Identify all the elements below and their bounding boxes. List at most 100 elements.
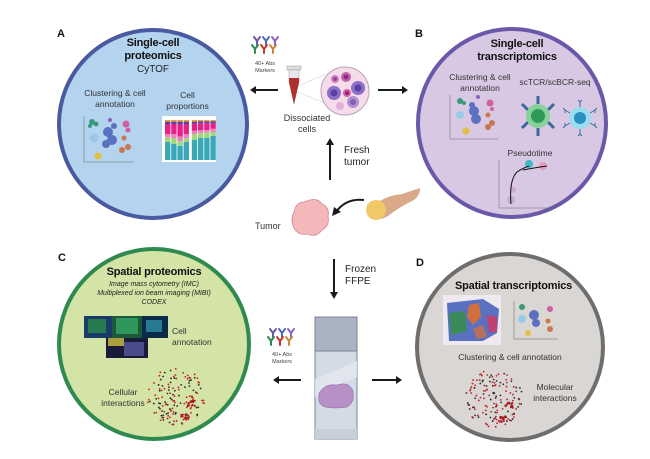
- network-node: [168, 386, 170, 389]
- arrow-to-panel-d: [372, 376, 402, 384]
- abs-markers-label-bottom-2: Markers: [272, 359, 292, 365]
- panel-b-tsne-plot: [449, 95, 498, 140]
- network-node: [193, 376, 196, 379]
- network-node: [488, 376, 491, 379]
- network-node: [168, 408, 171, 410]
- proportion-bar-segment: [198, 133, 204, 138]
- network-node: [483, 397, 485, 400]
- panel-c-network-graph: [147, 367, 205, 426]
- network-node: [164, 401, 166, 403]
- network-node: [168, 416, 171, 419]
- network-node: [488, 380, 491, 383]
- network-node: [512, 416, 515, 418]
- tsne-cluster-yellow: [94, 152, 102, 160]
- network-node: [494, 425, 497, 428]
- network-node: [520, 403, 523, 405]
- network-node: [191, 395, 193, 397]
- tsne-cluster-pink: [122, 120, 131, 133]
- network-node: [176, 405, 179, 407]
- network-node: [172, 375, 175, 378]
- network-node: [487, 425, 490, 428]
- network-node: [177, 386, 180, 389]
- proportion-bar-segment: [204, 121, 210, 124]
- network-node: [164, 403, 167, 406]
- network-node: [172, 393, 174, 396]
- network-node: [202, 399, 205, 402]
- network-node: [153, 382, 155, 384]
- arrow-to-panel-a: [250, 86, 278, 94]
- network-node: [166, 392, 169, 395]
- panel-d-network-graph: [465, 370, 523, 428]
- network-node: [190, 411, 192, 414]
- network-node: [517, 397, 520, 400]
- panel-c-annotation-label-2: annotation: [172, 337, 212, 347]
- network-node: [174, 411, 177, 414]
- network-node: [169, 369, 172, 372]
- network-node: [486, 373, 489, 376]
- network-node: [157, 402, 160, 405]
- network-node: [471, 382, 474, 385]
- panel-b-title-line1: Single-cell: [490, 38, 544, 50]
- proportion-bar-segment: [177, 120, 183, 122]
- network-node: [481, 380, 484, 383]
- network-node: [502, 383, 505, 386]
- network-node: [497, 420, 500, 422]
- network-node: [473, 386, 476, 389]
- network-node: [161, 396, 164, 399]
- network-node: [474, 397, 477, 400]
- network-node: [496, 411, 498, 414]
- network-node: [517, 406, 519, 408]
- proportion-bar-segment: [177, 124, 183, 137]
- panel-d-tissue-image: [443, 295, 501, 345]
- proportion-bar-segment: [183, 142, 189, 160]
- tsne-cluster-blue: [102, 123, 117, 148]
- network-node: [512, 393, 514, 396]
- abs-markers-label-bottom-1: 40+ Abs: [271, 352, 293, 358]
- panel-d-circle: [415, 252, 605, 442]
- network-node: [189, 377, 192, 379]
- network-node: [163, 371, 166, 374]
- network-node: [187, 402, 190, 405]
- network-node: [491, 381, 494, 384]
- network-node: [470, 386, 473, 388]
- network-node: [155, 411, 158, 414]
- network-node: [173, 389, 176, 392]
- network-node: [197, 383, 200, 386]
- panel-d-clustering-label: Clustering & cell annotation: [458, 352, 562, 362]
- panel-b-pseudotime-label: Pseudotime: [507, 148, 553, 158]
- proportion-bar-segment: [198, 121, 204, 124]
- network-node: [499, 417, 502, 420]
- panel-a-title-line1: Single-cell: [126, 37, 180, 49]
- fresh-tumor-label-2: tumor: [344, 157, 370, 168]
- proportion-bar-segment: [171, 144, 177, 160]
- network-node: [169, 392, 172, 395]
- tsne-cluster-green: [88, 119, 99, 128]
- network-node: [158, 374, 161, 377]
- network-node: [174, 374, 177, 376]
- network-node: [501, 407, 504, 410]
- network-node: [478, 379, 481, 381]
- tsne-cluster-orange: [119, 135, 131, 153]
- network-node: [475, 394, 478, 397]
- network-node: [190, 404, 193, 407]
- network-node: [171, 423, 174, 426]
- proportion-bar-segment: [210, 128, 216, 132]
- network-node: [147, 401, 149, 404]
- network-node: [160, 414, 163, 417]
- panel-a-proportions-label-2: proportions: [166, 101, 209, 111]
- network-node: [184, 386, 186, 389]
- network-node: [180, 383, 183, 386]
- network-node: [503, 372, 506, 375]
- network-node: [193, 399, 196, 402]
- network-node: [188, 382, 190, 384]
- network-node: [489, 398, 492, 401]
- network-node: [179, 402, 182, 405]
- network-node: [506, 374, 509, 376]
- network-node: [182, 418, 185, 421]
- network-node: [469, 388, 472, 390]
- arrow-fresh-tumor-up: [326, 138, 334, 180]
- network-node: [512, 385, 515, 388]
- network-node: [159, 402, 162, 405]
- proportion-bar-segment: [177, 141, 183, 146]
- network-node: [187, 418, 190, 421]
